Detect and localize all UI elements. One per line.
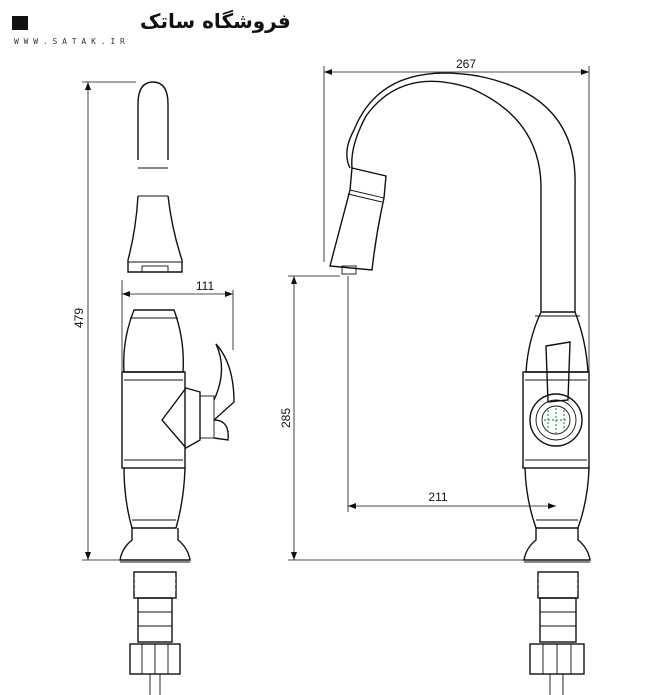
dimension-spout-height: 285 [279, 275, 524, 561]
dimension-spout-reach: 211 [347, 276, 556, 512]
dim-label-479: 479 [72, 308, 86, 328]
logo-mark-icon [12, 16, 28, 30]
faucet-front-view [329, 72, 591, 695]
store-logo: فروشگاه ساتک W W W . S A T A K . I R [12, 9, 291, 46]
dim-label-267: 267 [456, 57, 476, 71]
dim-label-211: 211 [428, 490, 447, 504]
dimension-side-offset: 111 [121, 279, 234, 372]
dimension-total-width: 267 [323, 57, 590, 372]
dimension-total-height: 479 [72, 81, 136, 561]
logo-website: W W W . S A T A K . I R [14, 37, 125, 46]
logo-brand-text: فروشگاه ساتک [140, 9, 291, 33]
faucet-side-view [119, 81, 235, 695]
dim-label-285: 285 [279, 408, 293, 428]
dim-label-111: 111 [196, 279, 215, 293]
temperature-indicator-icon [544, 408, 568, 434]
